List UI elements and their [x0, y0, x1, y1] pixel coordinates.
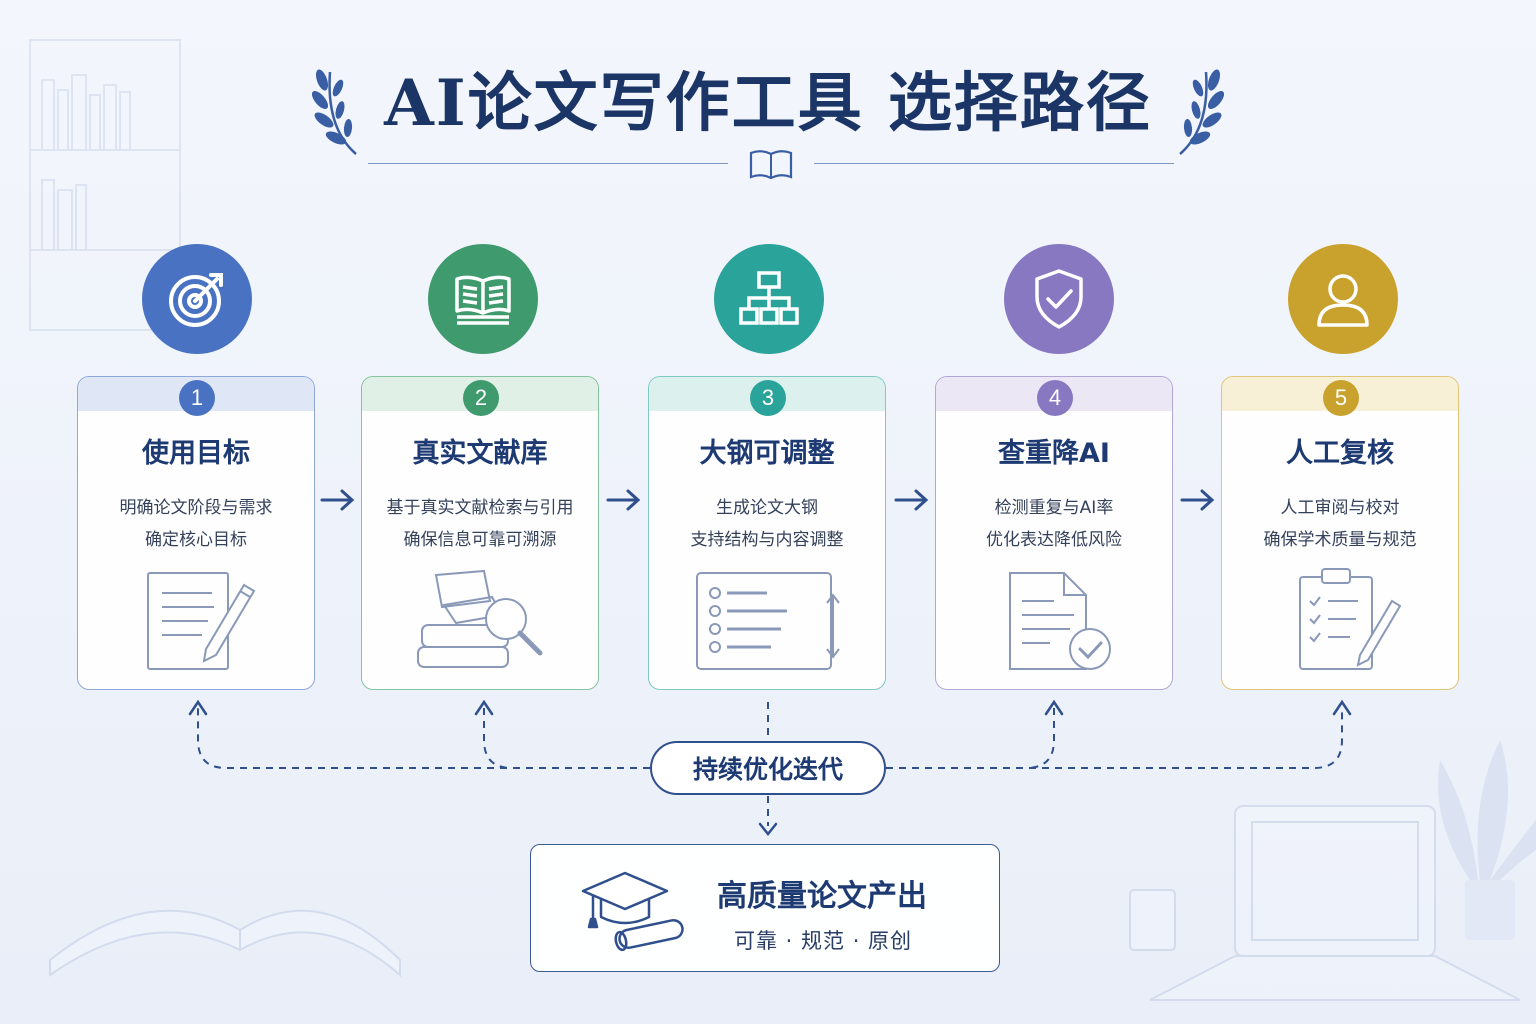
step-number-badge: 3: [750, 380, 786, 416]
step-desc-line2: 优化表达降低风险: [986, 530, 1122, 550]
step-desc-line2: 确定核心目标: [145, 530, 247, 550]
outline-list-icon: [696, 572, 840, 670]
hierarchy-icon: [714, 244, 824, 354]
document-check-icon: [1009, 572, 1111, 670]
step-title: 使用目标: [142, 438, 250, 469]
book-divider-icon: [749, 150, 793, 180]
flow-arrow-2-3: [606, 489, 641, 511]
open-book-icon: [428, 244, 538, 354]
step-number-badge: 5: [1323, 380, 1359, 416]
flow-arrow-1-2: [320, 489, 355, 511]
step-number-badge: 4: [1037, 380, 1073, 416]
books-magnifier-icon: [417, 569, 543, 668]
step-desc-line2: 确保学术质量与规范: [1263, 530, 1417, 550]
document-pen-icon: [147, 572, 256, 670]
laurel-left-icon: [311, 69, 357, 155]
shield-check-icon: [1004, 244, 1114, 354]
step-number-badge: 2: [463, 380, 499, 416]
step-desc-line1: 人工审阅与校对: [1280, 498, 1400, 518]
step-card-2: 2 真实文献库 基于真实文献检索与引用 确保信息可靠可溯源: [361, 376, 599, 690]
step-card-4: 4 查重降AI 检测重复与AI率 优化表达降低风险: [935, 376, 1173, 690]
step-title: 查重降AI: [998, 438, 1110, 469]
output-title: 高质量论文产出: [717, 879, 927, 914]
page-title: AI论文写作工具 选择路径: [384, 66, 1152, 141]
step-desc-line1: 明确论文阶段与需求: [119, 498, 273, 518]
person-icon: [1288, 244, 1398, 354]
graduation-cap-diploma-icon: [581, 871, 684, 952]
flow-arrow-4-5: [1180, 489, 1215, 511]
laurel-right-icon: [1179, 69, 1225, 155]
step-title: 真实文献库: [412, 438, 548, 469]
output-box: 高质量论文产出 可靠 · 规范 · 原创: [530, 844, 1000, 972]
step-desc-line2: 支持结构与内容调整: [690, 530, 844, 550]
flow-arrow-3-4: [894, 489, 929, 511]
step-number-badge: 1: [179, 380, 215, 416]
clipboard-pen-icon: [1299, 568, 1402, 670]
step-card-5: 5 人工复核 人工审阅与校对 确保学术质量与规范: [1221, 376, 1459, 690]
step-desc-line1: 基于真实文献检索与引用: [386, 498, 574, 518]
step-desc-line1: 生成论文大钢: [716, 498, 818, 518]
title-divider-left: [368, 163, 728, 164]
step-card-3: 3 大钢可调整 生成论文大钢 支持结构与内容调整: [648, 376, 886, 690]
title-divider-right: [814, 163, 1174, 164]
step-desc-line2: 确保信息可靠可溯源: [403, 530, 557, 550]
output-subtitle: 可靠 · 规范 · 原创: [734, 929, 913, 953]
step-card-1: 1 使用目标 明确论文阶段与需求 确定核心目标: [77, 376, 315, 690]
iteration-pill: 持续优化迭代: [650, 741, 886, 795]
step-title: 大钢可调整: [699, 438, 835, 469]
step-title: 人工复核: [1286, 438, 1394, 469]
step-desc-line1: 检测重复与AI率: [994, 498, 1114, 518]
target-icon: [142, 244, 252, 354]
